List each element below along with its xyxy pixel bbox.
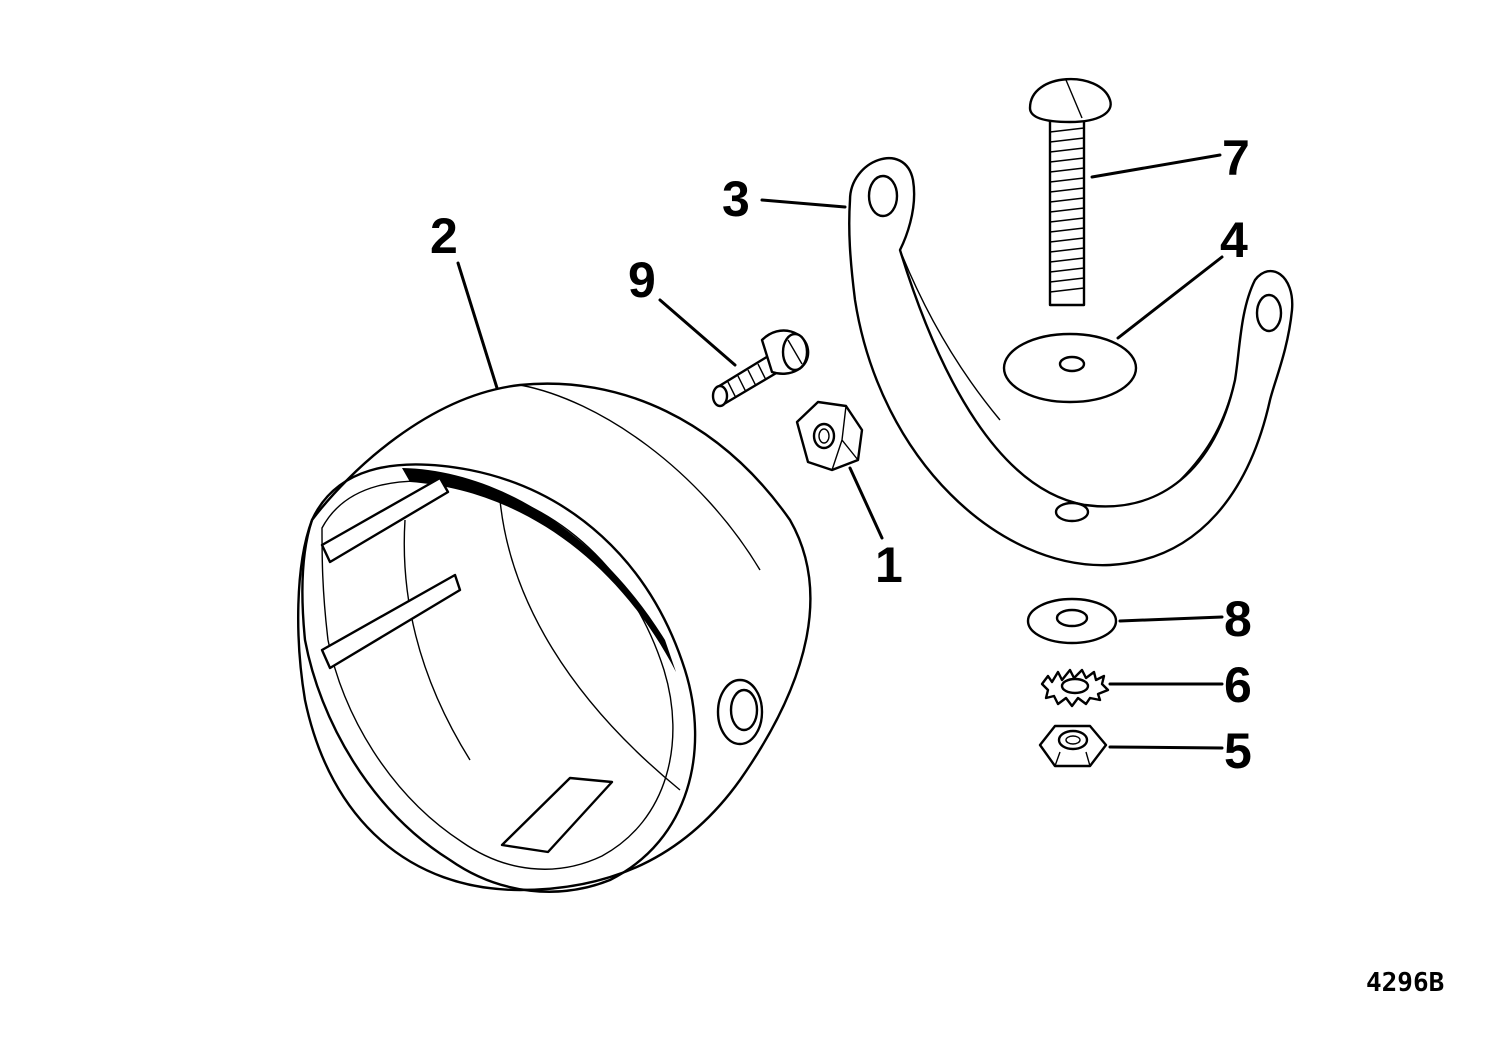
leader-5	[1108, 745, 1224, 750]
lockwasher-part-6	[1040, 668, 1110, 708]
callout-2: 2	[430, 208, 458, 264]
callout-labels: 1 2 3 4 5 6 7 8 9	[430, 130, 1252, 779]
housing-part-2	[297, 382, 812, 893]
leader-lines	[456, 153, 1224, 750]
callout-8: 8	[1224, 591, 1252, 647]
leader-3	[760, 198, 847, 209]
leader-4	[1116, 255, 1224, 340]
bolt-part-7	[1028, 78, 1112, 307]
callout-9: 9	[628, 252, 656, 308]
leader-8	[1118, 615, 1224, 623]
washer-part-8	[1026, 597, 1118, 645]
leader-1	[848, 466, 884, 540]
leader-7	[1090, 153, 1222, 179]
nut-part-5	[1038, 724, 1108, 768]
washer-part-4	[1002, 332, 1138, 404]
hex-nut-part-1	[795, 400, 864, 472]
callout-6: 6	[1224, 657, 1252, 713]
leader-9	[658, 298, 737, 367]
figure-code: 4296B	[1366, 968, 1444, 998]
callout-5: 5	[1224, 723, 1252, 779]
bracket-part-3	[848, 157, 1294, 567]
callout-7: 7	[1222, 130, 1250, 186]
screw-part-9	[711, 329, 810, 408]
callout-1: 1	[875, 537, 903, 593]
callout-3: 3	[722, 171, 750, 227]
callout-4: 4	[1220, 212, 1248, 268]
leader-2	[456, 261, 499, 390]
